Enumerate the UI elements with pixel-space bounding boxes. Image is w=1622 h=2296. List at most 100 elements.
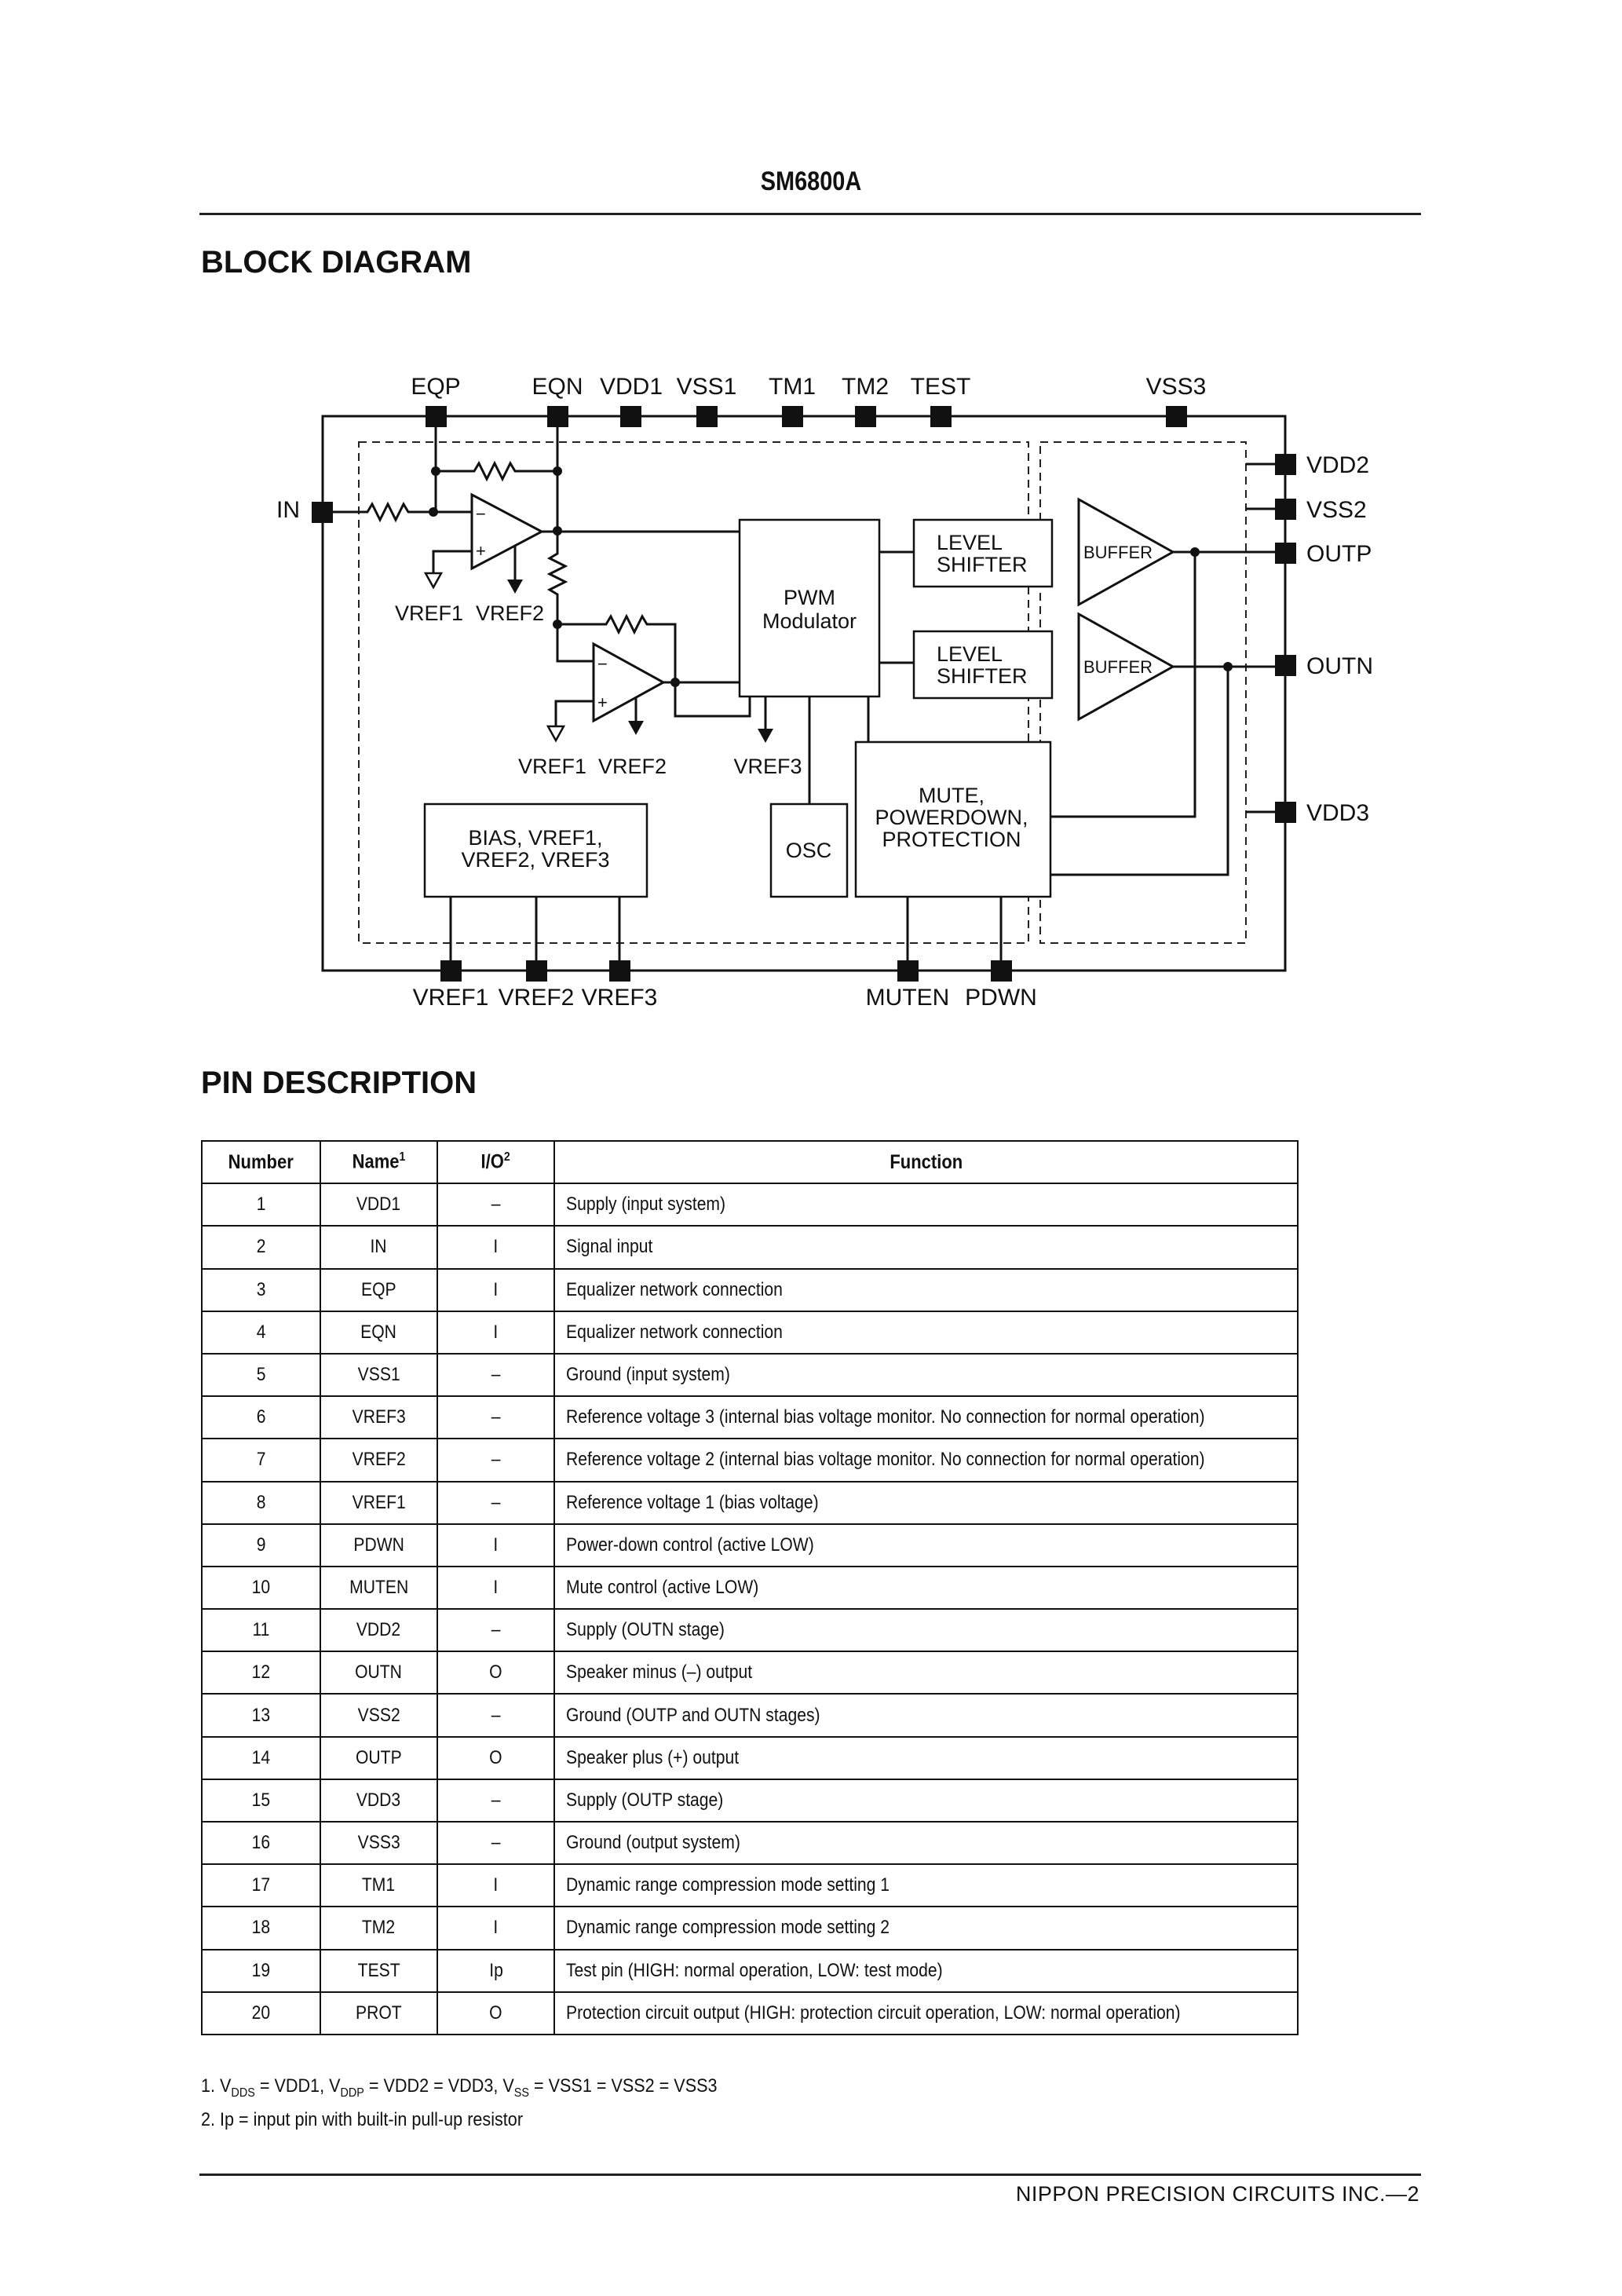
svg-text:OUTP: OUTP [1306, 541, 1372, 567]
table-header-row: Number Name1 I/O2 Function [201, 1139, 1299, 1185]
column-header-name: Name1 [319, 1139, 438, 1185]
osc-block: OSC [769, 803, 849, 898]
pin-function-cell: Ground (OUTP and OUTN stages) [553, 1693, 1299, 1738]
buffer-2-block: BUFFER [1077, 612, 1275, 722]
pin-number-cell: 2 [201, 1225, 321, 1270]
pin-io-cell: I [436, 1523, 556, 1567]
pin-io-cell: Ip [436, 1948, 556, 1993]
pin-name-cell: VREF2 [319, 1438, 438, 1483]
op-amp-2: − + VREF1 VREF2 [518, 642, 751, 778]
right-pin-vdd2: VDD2 [1275, 452, 1369, 478]
note-2: 2. Ip = input pin with built-in pull-up … [201, 2108, 524, 2130]
pin-function-cell: Reference voltage 2 (internal bias volta… [553, 1438, 1299, 1483]
pin-number-cell: 17 [201, 1863, 321, 1908]
op-amp-1: − + VREF1 VREF2 [395, 492, 740, 625]
svg-text:OUTN: OUTN [1306, 653, 1373, 679]
pin-number-cell: 18 [201, 1906, 321, 1951]
pin-io-cell: O [436, 1735, 556, 1780]
svg-text:MUTE,: MUTE, [919, 784, 985, 807]
pin-io-cell: – [436, 1820, 556, 1866]
right-pin-vdd3: VDD3 [1275, 800, 1369, 826]
column-header-io: I/O2 [436, 1139, 556, 1185]
pin-function-cell: Reference voltage 3 (internal bias volta… [553, 1395, 1299, 1440]
svg-text:EQN: EQN [532, 374, 583, 400]
pin-name-cell: TM2 [319, 1906, 438, 1951]
pin-io-cell: – [436, 1352, 556, 1398]
column-header-function: Function [553, 1139, 1299, 1185]
top-pin-tm1: TM1 [769, 374, 816, 427]
pin-function-cell: Ground (input system) [553, 1352, 1299, 1398]
pin-number-cell: 5 [201, 1352, 321, 1398]
pin-number-cell: 14 [201, 1735, 321, 1780]
pin-function-cell: Equalizer network connection [553, 1267, 1299, 1312]
bottom-pin-muten: MUTEN [866, 960, 949, 1011]
svg-text:VREF2: VREF2 [499, 985, 575, 1011]
pin-function-cell: Reference voltage 1 (bias voltage) [553, 1480, 1299, 1525]
pin-io-cell: I [436, 1267, 556, 1312]
pin-io-cell: – [436, 1693, 556, 1738]
bottom-pin-vref2: VREF2 [499, 960, 575, 1011]
top-pin-tm2: TM2 [842, 374, 889, 427]
svg-text:VREF1: VREF1 [518, 755, 586, 778]
pin-name-cell: VREF3 [319, 1395, 438, 1440]
pwm-modulator-block: PWM Modulator VREF3 [733, 518, 914, 804]
svg-text:VREF3: VREF3 [733, 755, 802, 778]
svg-text:VSS3: VSS3 [1146, 374, 1207, 400]
svg-text:TM1: TM1 [769, 374, 816, 400]
pin-name-cell: EQP [319, 1267, 438, 1312]
svg-text:POWERDOWN,: POWERDOWN, [875, 806, 1028, 829]
pin-function-cell: Ground (output system) [553, 1820, 1299, 1866]
level-shifter-2-block: LEVEL SHIFTER [912, 630, 1054, 700]
pin-number-cell: 13 [201, 1693, 321, 1738]
column-header-number: Number [201, 1139, 321, 1185]
top-pin-eqp: EQP [411, 374, 461, 427]
pin-function-cell: Supply (OUTN stage) [553, 1608, 1299, 1653]
pin-number-cell: 7 [201, 1438, 321, 1483]
svg-text:VSS1: VSS1 [677, 374, 737, 400]
left-pin-in: IN [276, 497, 333, 523]
bias-vref-block: BIAS, VREF1, VREF2, VREF3 [423, 803, 648, 960]
right-pin-outn: OUTN [1275, 653, 1373, 679]
header-rule [199, 213, 1421, 215]
svg-text:PROTECTION: PROTECTION [882, 828, 1021, 851]
pin-name-cell: VDD3 [319, 1778, 438, 1823]
footer-company: NIPPON PRECISION CIRCUITS INC.—2 [1015, 2182, 1419, 2206]
svg-text:VREF3: VREF3 [582, 985, 658, 1011]
svg-text:PDWN: PDWN [965, 985, 1037, 1011]
input-network [333, 427, 562, 536]
pin-number-cell: 11 [201, 1608, 321, 1653]
right-pin-vss2: VSS2 [1275, 497, 1367, 523]
pin-number-cell: 3 [201, 1267, 321, 1312]
pin-io-cell: O [436, 1651, 556, 1695]
top-pin-vdd1: VDD1 [600, 374, 663, 427]
document-title: SM6800A [760, 166, 862, 196]
pin-io-cell: – [436, 1183, 556, 1227]
pin-number-cell: 1 [201, 1183, 321, 1227]
pin-number-cell: 16 [201, 1820, 321, 1866]
interstage-resistor [546, 531, 677, 683]
pin-io-cell: I [436, 1565, 556, 1610]
pin-name-cell: VDD1 [319, 1183, 438, 1227]
pin-function-cell: Power-down control (active LOW) [553, 1523, 1299, 1567]
svg-text:−: − [597, 654, 608, 674]
bottom-pin-vref3: VREF3 [582, 960, 658, 1011]
svg-text:EQP: EQP [411, 374, 460, 400]
pin-number-cell: 4 [201, 1310, 321, 1355]
top-pin-vss3: VSS3 [1146, 374, 1207, 427]
pin-function-cell: Supply (input system) [553, 1183, 1299, 1227]
svg-text:VREF2, VREF3: VREF2, VREF3 [461, 848, 609, 872]
pin-number-cell: 20 [201, 1991, 321, 2035]
svg-text:PWM: PWM [784, 586, 835, 609]
pin-io-cell: – [436, 1438, 556, 1483]
pin-io-cell: – [436, 1778, 556, 1823]
pin-number-cell: 19 [201, 1948, 321, 1993]
